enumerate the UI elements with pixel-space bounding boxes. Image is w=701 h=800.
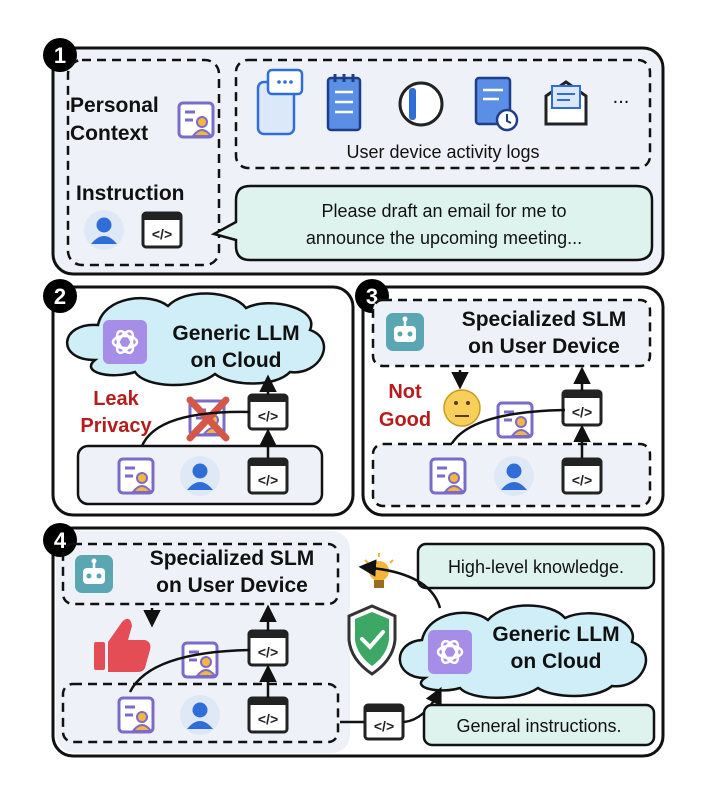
profile-card-icon (117, 696, 155, 734)
code-window-icon (561, 457, 603, 495)
app-switch-icon (398, 81, 444, 127)
shield-check-icon (347, 604, 397, 676)
user-avatar-icon (180, 695, 220, 735)
not-good-label-line1: Not (388, 381, 422, 403)
profile-card-icon (181, 641, 219, 679)
leak-label-line1: Leak (93, 388, 139, 410)
knowledge-note (416, 542, 656, 590)
not-good-label-line2: Good (379, 409, 431, 431)
instruction-message-line2: announce the upcoming meeting... (306, 228, 582, 248)
personal-context-label-line2: Context (70, 122, 148, 145)
chatgpt-logo-icon (101, 318, 149, 366)
device-slm-label-line2: on User Device (156, 574, 308, 597)
cloud-label-line1: Generic LLM (172, 322, 299, 345)
cloud-label-line2: on Cloud (191, 349, 282, 372)
cross-icon (186, 396, 230, 442)
leak-label-line2: Privacy (80, 415, 152, 437)
code-window-icon (247, 393, 289, 431)
phone-chat-icon (256, 68, 304, 136)
device-slm-label-line1: Specialized SLM (462, 308, 627, 331)
device-slm-label-line2: on User Device (468, 335, 620, 358)
instruction-message-line1: Please draft an email for me to (321, 201, 566, 221)
code-window-icon (247, 457, 289, 495)
knowledge-transfer-arrow (358, 559, 442, 609)
profile-card-icon (117, 457, 155, 495)
notepad-icon (326, 74, 362, 132)
thumbs-up-icon (94, 618, 151, 672)
neutral-face-icon (443, 389, 481, 427)
instruction-label: Instruction (76, 182, 185, 205)
panel-1: 1 Personal Context Instruction (43, 38, 665, 276)
panel-2: 2 Generic LLM on Cloud Leak Privacy (43, 279, 355, 517)
profile-card-icon (177, 101, 215, 139)
code-window-icon (141, 211, 183, 249)
device-data-box (61, 682, 340, 744)
device-slm-label-line1: Specialized SLM (150, 547, 315, 570)
user-avatar-icon (494, 456, 534, 496)
personal-context-label-line1: Personal (70, 94, 159, 117)
general-instructions-note (422, 703, 656, 747)
cloud-shape (398, 604, 648, 699)
user-avatar-icon (84, 210, 124, 250)
number-2: 2 (54, 284, 66, 309)
code-window-icon (247, 629, 289, 667)
number-1: 1 (54, 43, 66, 68)
code-window-icon (247, 696, 289, 734)
document-clock-icon (474, 76, 519, 132)
more-icons-ellipsis: ... (613, 86, 630, 108)
code-window-icon (561, 389, 603, 427)
context-box (66, 58, 221, 267)
profile-card-icon (496, 401, 534, 439)
panel-4: 4 Specialized SLM on User Device (43, 523, 665, 758)
cloud-label-line1: Generic LLM (492, 623, 619, 646)
profile-card-icon (429, 457, 467, 495)
general-instructions-label: General instructions. (456, 716, 621, 736)
activity-logs-caption: User device activity logs (346, 142, 539, 162)
panel-3: 3 Specialized SLM on User Device Not Goo… (355, 279, 665, 517)
instruction-speech-bubble (210, 184, 654, 262)
user-avatar-icon (180, 456, 220, 496)
knowledge-label: High-level knowledge. (448, 557, 624, 577)
device-slm-box (61, 542, 340, 606)
activity-logs-box (234, 58, 652, 170)
number-4: 4 (54, 528, 67, 553)
device-slm-box (371, 298, 652, 368)
cloud-label-line2: on Cloud (511, 650, 602, 673)
code-window-icon (363, 703, 405, 741)
leak-line (138, 410, 251, 453)
mail-icon (544, 80, 588, 126)
chatgpt-logo-icon (426, 628, 474, 676)
robot-icon (384, 311, 426, 353)
robot-icon (73, 553, 115, 595)
